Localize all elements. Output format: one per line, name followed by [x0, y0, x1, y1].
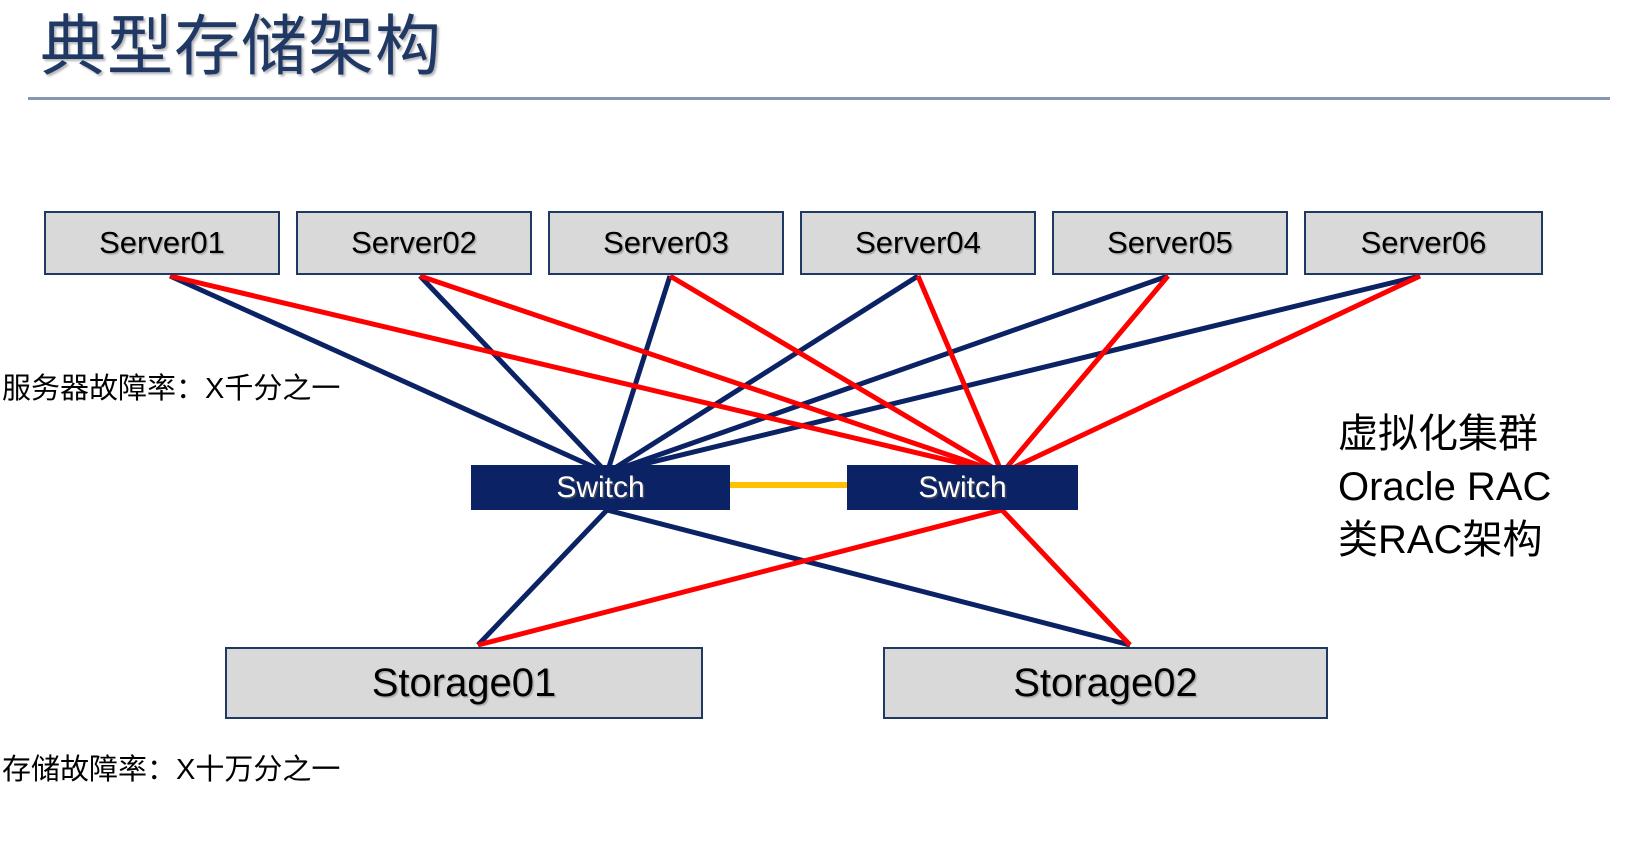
cluster-note-line-3: 类RAC架构 [1338, 518, 1543, 562]
cluster-note: 虚拟化集群 Oracle RAC 类RAC架构 [1338, 408, 1551, 567]
server-label: Server01 [99, 225, 225, 260]
server-failure-rate-note: 服务器故障率：X千分之一 [2, 373, 341, 405]
storage-failure-rate-note: 存储故障率：X十万分之一 [2, 754, 341, 786]
server-node-03[interactable]: Server03 [548, 211, 784, 275]
link-line [1000, 274, 1170, 475]
fabric-a-links [168, 273, 1421, 476]
switch-label: Switch [918, 470, 1007, 504]
server-node-04[interactable]: Server04 [800, 211, 1036, 275]
link-line [169, 273, 1003, 476]
storage-node-01[interactable]: Storage01 [225, 647, 703, 719]
storage-label: Storage02 [1013, 660, 1198, 705]
link-line [606, 273, 1421, 476]
link-line [168, 273, 609, 476]
server-label: Server03 [603, 225, 729, 260]
server-label: Server05 [1107, 225, 1233, 260]
server-node-06[interactable]: Server06 [1304, 211, 1543, 275]
server-label: Server04 [855, 225, 981, 260]
fabric-b-links [169, 273, 1422, 476]
switch-label: Switch [556, 470, 645, 504]
title-divider [28, 97, 1610, 100]
storage-node-02[interactable]: Storage02 [883, 647, 1328, 719]
link-line [1000, 273, 1422, 476]
server-node-02[interactable]: Server02 [296, 211, 532, 275]
server-label: Server06 [1360, 225, 1487, 260]
link-line [476, 508, 609, 647]
switch-node-b[interactable]: Switch [847, 465, 1078, 510]
server-node-05[interactable]: Server05 [1052, 211, 1288, 275]
link-line [477, 507, 1003, 648]
cluster-note-line-2: Oracle RAC [1338, 465, 1552, 509]
storage-links-fabric-a [476, 507, 1131, 648]
link-line [605, 273, 920, 476]
storage-label: Storage01 [371, 660, 557, 705]
storage-links-fabric-b [477, 507, 1132, 648]
link-line [419, 273, 1003, 476]
cluster-note-line-1: 虚拟化集群 [1338, 412, 1538, 456]
switch-node-a[interactable]: Switch [471, 465, 730, 510]
server-node-01[interactable]: Server01 [44, 211, 280, 275]
link-line [606, 273, 1169, 476]
link-line [668, 273, 1004, 476]
link-line [604, 275, 673, 474]
link-line [915, 275, 1005, 474]
link-line [418, 274, 609, 475]
page-title: 典型存储架构 [40, 9, 442, 83]
link-line [606, 507, 1131, 648]
server-label: Server02 [351, 225, 477, 260]
link-line [1000, 508, 1132, 647]
